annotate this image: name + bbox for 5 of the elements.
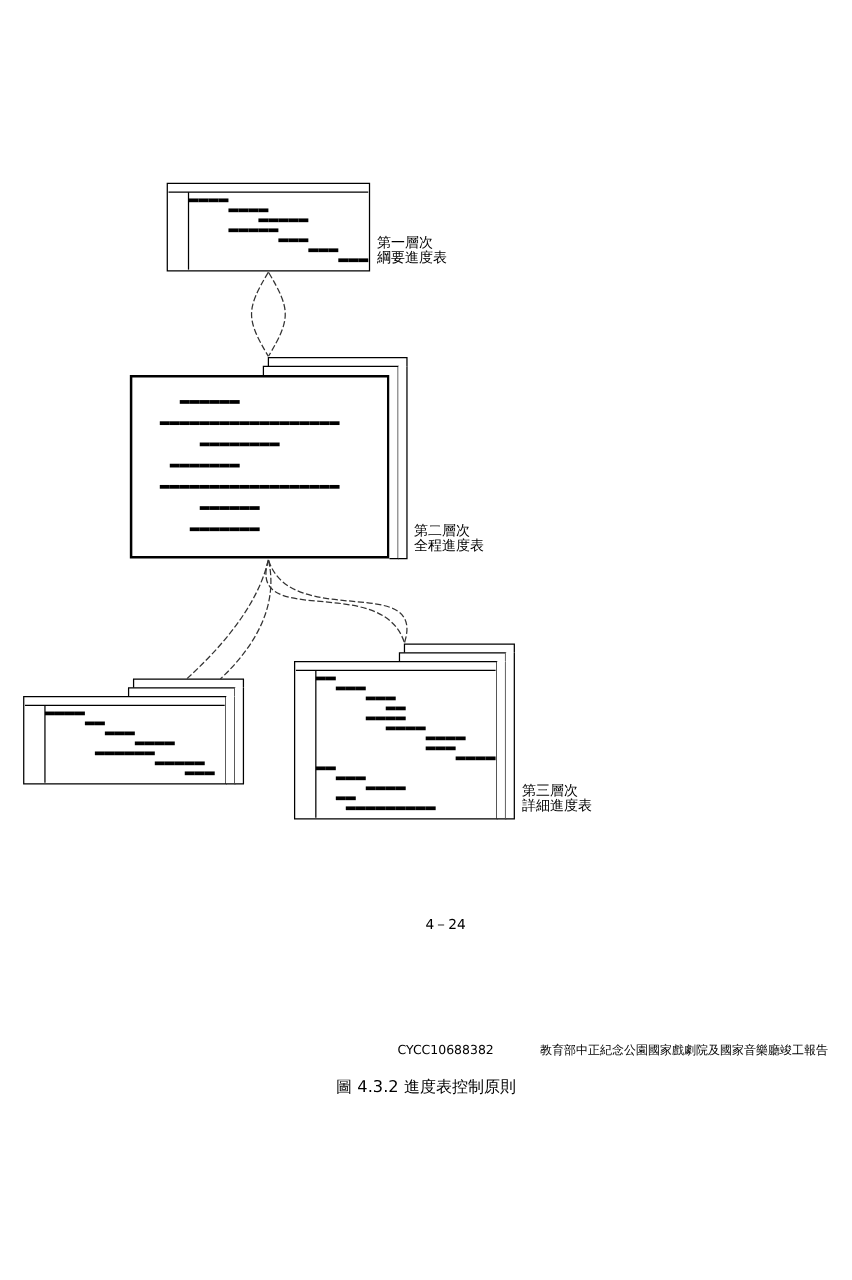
caption: 圖 4.3.2 進度表控制原則	[336, 1074, 516, 1095]
connector	[250, 270, 270, 356]
connector	[219, 558, 272, 679]
connector	[186, 558, 270, 679]
connector	[268, 270, 286, 356]
